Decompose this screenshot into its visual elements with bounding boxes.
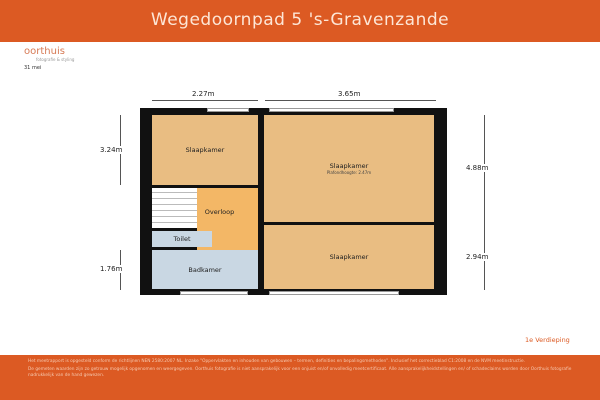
room-bathroom: Badkamer — [152, 250, 258, 289]
dimension-line — [152, 100, 258, 101]
room-bedroom-left: Slaapkamer — [152, 115, 258, 185]
room-label: Slaapkamer — [185, 146, 225, 154]
dimension-right-top: 4.88m — [466, 164, 489, 172]
dimension-left-bottom: 1.76m — [100, 265, 123, 273]
room-label: Overloop — [204, 208, 235, 216]
ceiling-height: Plafondhoogte: 2.47m — [326, 170, 372, 175]
room-label: Badkamer — [188, 265, 222, 274]
logo-tagline: fotografie & styling — [36, 57, 75, 62]
footer-disclaimer: Het meetrapport is opgesteld conform de … — [28, 359, 526, 364]
room-label: Slaapkamer — [329, 253, 369, 261]
dimension-right-bottom: 2.94m — [466, 253, 489, 261]
dimension-line — [484, 115, 485, 290]
room-toilet: Toilet — [152, 231, 212, 247]
dimension-left-top: 3.24m — [100, 146, 123, 154]
window — [269, 108, 394, 112]
window — [269, 291, 399, 295]
window — [180, 291, 248, 295]
page-title: Wegedoornpad 5 's-Gravenzande — [0, 0, 600, 42]
room-bedroom-bottom: Slaapkamer — [264, 225, 434, 289]
dimension-top-right: 3.65m — [336, 90, 363, 98]
stairs — [152, 188, 197, 228]
room-label: Slaapkamer — [329, 162, 369, 170]
footer: Het meetrapport is opgesteld conform de … — [0, 355, 600, 400]
floor-label: 1e Verdieping — [525, 336, 570, 344]
dimension-top-left: 2.27m — [190, 90, 217, 98]
date: 31 mei — [24, 65, 42, 71]
window — [207, 108, 249, 112]
footer-liability: De gemeten waarden zijn zo getrouw mogel… — [28, 367, 572, 378]
room-label: Toilet — [173, 235, 191, 243]
dimension-line — [265, 100, 436, 101]
logo-name: oorthuis — [24, 46, 65, 57]
